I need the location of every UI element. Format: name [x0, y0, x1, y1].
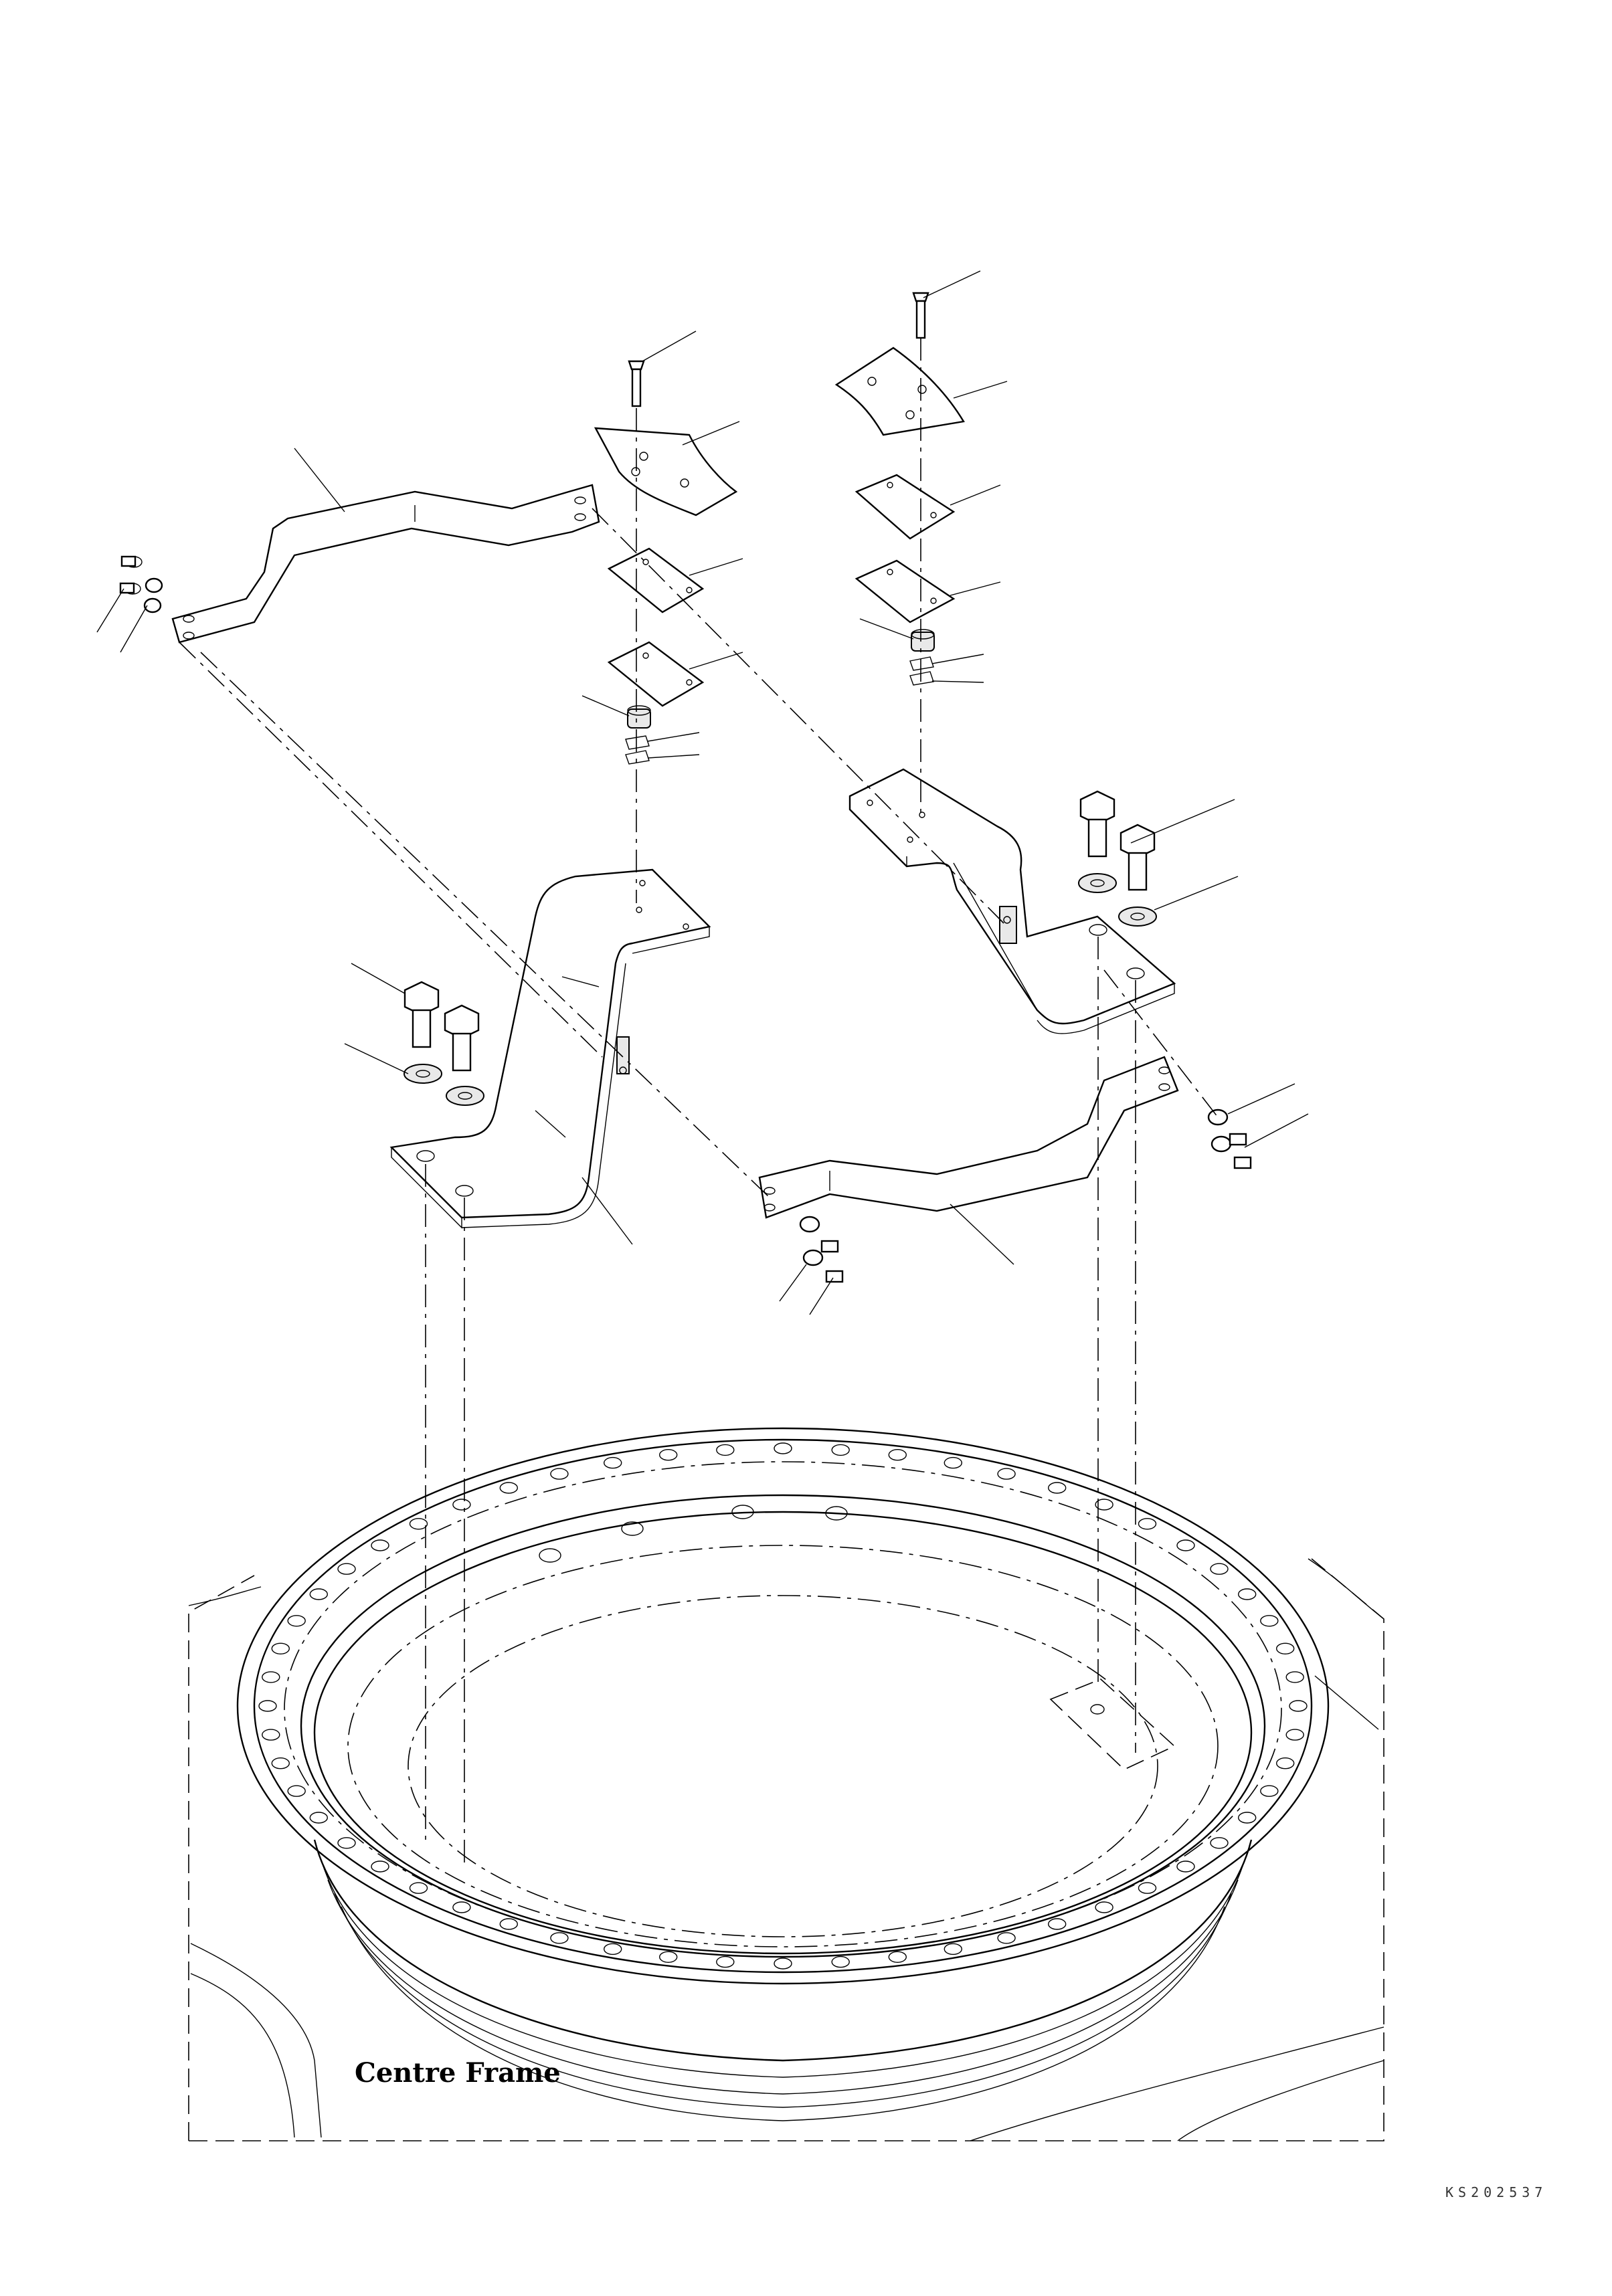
ring-bolt-hole [452, 1901, 471, 1913]
ring-bolt-holes [258, 1442, 1308, 1970]
ring-bolt-hole [262, 1729, 280, 1741]
ring-bolt-hole [550, 1932, 569, 1944]
ring-bolt-hole [604, 1943, 622, 1955]
ring-bolt-hole [499, 1482, 518, 1494]
ring-bolt-hole [258, 1700, 277, 1712]
ring-bolt-hole [1138, 1518, 1157, 1530]
ring-bolt-hole [409, 1882, 428, 1894]
ring-bolt-hole [1237, 1588, 1257, 1600]
ring-bolt-hole [271, 1757, 290, 1769]
ring-bolt-hole [1210, 1837, 1229, 1849]
ring-bolt-hole [1176, 1539, 1195, 1551]
ring-bolt-hole [1289, 1700, 1308, 1712]
ring-bolt-hole [1176, 1860, 1195, 1873]
ring-bolt-hole [944, 1456, 963, 1469]
ring-bolt-hole [371, 1860, 389, 1873]
ring-bolt-hole [287, 1785, 306, 1797]
ring-bolt-hole [997, 1932, 1016, 1944]
ring-bolt-hole [550, 1468, 569, 1480]
ring-bolt-hole [1095, 1901, 1113, 1913]
lower-right-strap [758, 1056, 1179, 1219]
ring-bolt-hole [262, 1671, 280, 1683]
slewing-ring [236, 1427, 1330, 2121]
ring-bolt-hole [1285, 1671, 1304, 1683]
drawing-number: KS202537 [1445, 2184, 1548, 2200]
ring-bolt-hole [337, 1563, 356, 1575]
hex-bolt [444, 1004, 484, 1106]
ring-bolt-hole [604, 1456, 622, 1469]
ring-bolt-hole [831, 1444, 850, 1456]
ring-bolt-hole [1047, 1918, 1067, 1930]
right-mounting-bracket [848, 768, 1176, 1034]
ring-bolt-hole [499, 1918, 518, 1930]
left-stack [594, 360, 738, 765]
ring-bolt-hole [371, 1539, 389, 1551]
ring-bolt-hole [659, 1448, 678, 1461]
ring-bolt-hole [1210, 1563, 1229, 1575]
ring-bolt-hole [888, 1448, 907, 1461]
ring-bolt-hole [1260, 1785, 1279, 1797]
ring-bolt-hole [1275, 1757, 1295, 1769]
hex-bolt [404, 981, 442, 1084]
hex-bolts [404, 790, 1157, 1106]
hex-bolt [1118, 824, 1157, 927]
ring-bolt-hole [716, 1444, 735, 1456]
ring-bolt-hole [774, 1442, 792, 1454]
left-mounting-bracket [389, 868, 711, 1229]
ring-bolt-hole [1095, 1499, 1113, 1511]
assembly-lines [179, 338, 1219, 1867]
ring-bolt-hole [309, 1588, 328, 1600]
ring-bolt-hole [831, 1955, 850, 1968]
ring-bolt-hole [1138, 1882, 1157, 1894]
small-bolts [119, 555, 1252, 1283]
centre-frame-label: Centre Frame [355, 2057, 561, 2089]
ring-bolt-hole [271, 1642, 290, 1655]
ring-bolt-hole [452, 1499, 471, 1511]
ring-bolt-hole [1047, 1482, 1067, 1494]
hex-bolt [1078, 790, 1117, 893]
inner-holes [539, 1505, 848, 1563]
ring-bolt-hole [944, 1943, 963, 1955]
ring-bolt-hole [309, 1812, 328, 1824]
upper-left-strap [171, 484, 600, 644]
right-stack [834, 292, 965, 686]
centre-frame [188, 1558, 1384, 2141]
ring-bolt-hole [1237, 1812, 1257, 1824]
ring-bolt-hole [1285, 1729, 1304, 1741]
ring-bolt-hole [888, 1951, 907, 1964]
ring-bolt-hole [409, 1518, 428, 1530]
ring-bolt-hole [659, 1951, 678, 1964]
ring-bolt-hole [337, 1837, 356, 1849]
ring-bolt-hole [1275, 1642, 1295, 1655]
leader-lines [96, 270, 1379, 1730]
ring-bolt-hole [287, 1615, 306, 1627]
ring-bolt-hole [774, 1957, 792, 1970]
ring-bolt-hole [716, 1955, 735, 1968]
ring-bolt-hole [1260, 1615, 1279, 1627]
ring-bolt-hole [997, 1468, 1016, 1480]
